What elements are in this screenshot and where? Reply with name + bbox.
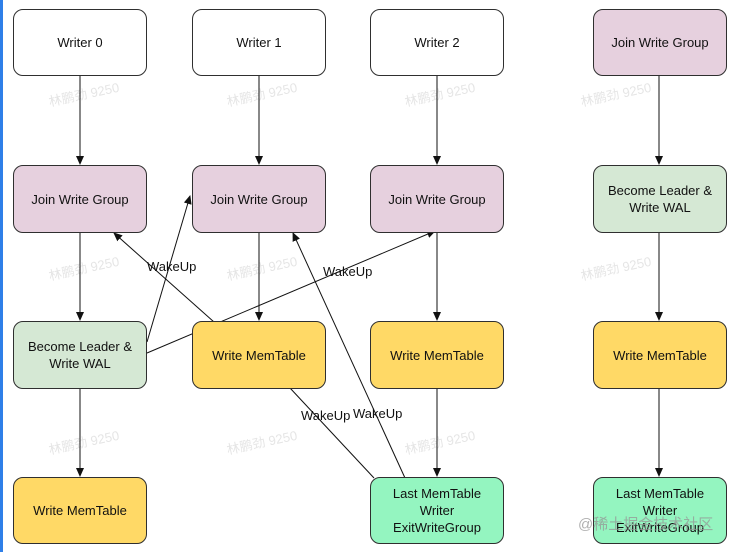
line-lastwriter2-to-memtable1 bbox=[289, 387, 375, 479]
window-edge-accent bbox=[0, 0, 3, 552]
node-write-memtable-right: Write MemTable bbox=[593, 321, 727, 389]
node-last-memtable-writer-2: Last MemTable Writer ExitWriteGroup bbox=[370, 477, 504, 544]
edge-label-wakeup: WakeUp bbox=[301, 408, 351, 423]
node-become-leader-0: Become Leader & Write WAL bbox=[13, 321, 147, 389]
node-join-write-group-2: Join Write Group bbox=[370, 165, 504, 233]
arrow-lastwriter2-wakeup-join1 bbox=[292, 232, 406, 479]
node-write-memtable-1: Write MemTable bbox=[192, 321, 326, 389]
node-write-memtable-0: Write MemTable bbox=[13, 477, 147, 544]
edge-label-wakeup: WakeUp bbox=[147, 259, 197, 274]
node-writer-2: Writer 2 bbox=[370, 9, 504, 76]
node-last-memtable-writer-right: Last MemTable Writer ExitWriteGroup bbox=[593, 477, 727, 544]
arrow-memtable1-wakeup-join0 bbox=[113, 232, 215, 323]
node-writer-0: Writer 0 bbox=[13, 9, 147, 76]
site-watermark: @稀土掘金技术社区 bbox=[578, 516, 714, 533]
edge-label-wakeup: WakeUp bbox=[323, 264, 373, 279]
node-join-write-group-1: Join Write Group bbox=[192, 165, 326, 233]
edge-label-wakeup: WakeUp bbox=[353, 406, 403, 421]
node-writer-1: Writer 1 bbox=[192, 9, 326, 76]
node-write-memtable-2: Write MemTable bbox=[370, 321, 504, 389]
node-join-write-group-right: Join Write Group bbox=[593, 9, 727, 76]
node-join-write-group-0: Join Write Group bbox=[13, 165, 147, 233]
arrow-leader0-wakeup-join1 bbox=[146, 195, 192, 343]
node-become-leader-right: Become Leader & Write WAL bbox=[593, 165, 727, 233]
